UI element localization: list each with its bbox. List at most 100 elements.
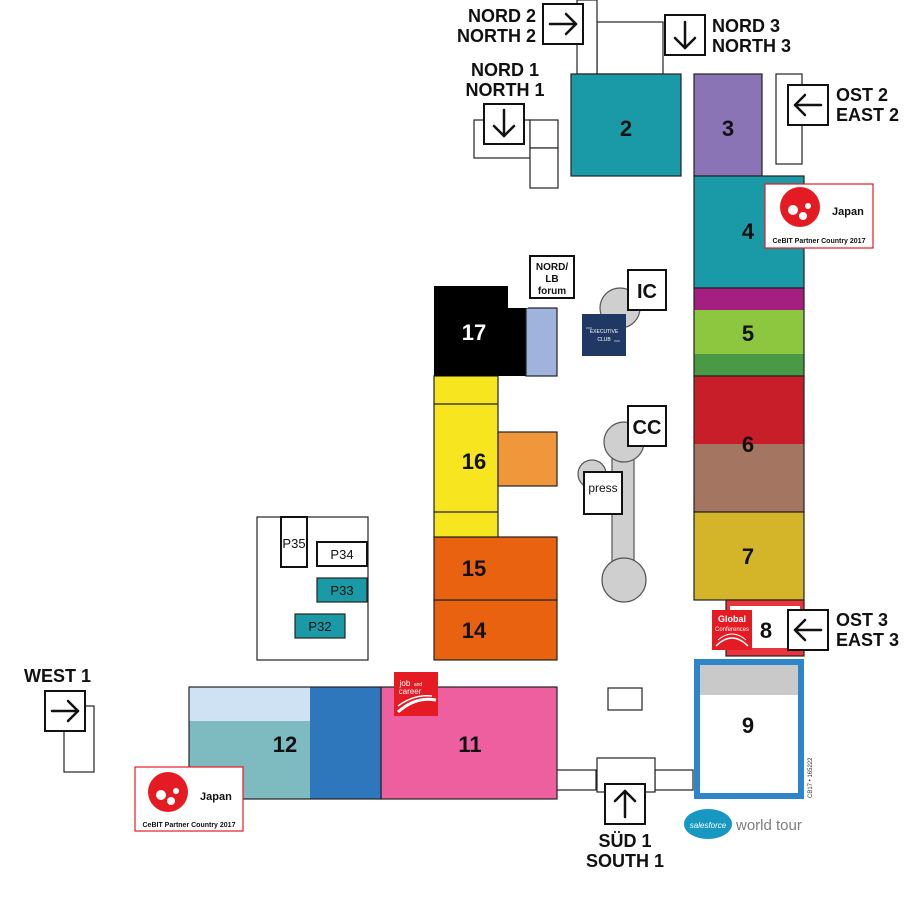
p34-label: P34 (330, 547, 353, 562)
nord2-de: NORD 2 (468, 6, 536, 26)
salesforce-world-tour-logo: salesforce world tour (684, 809, 802, 839)
ost2-en: EAST 2 (836, 105, 899, 125)
hall-11-label: 11 (458, 732, 481, 757)
japan-partner-badge-top: Japan CeBIT Partner Country 2017 (764, 183, 874, 249)
press-center[interactable]: press (583, 471, 623, 515)
hall-14-label: 14 (462, 618, 487, 643)
entrance-west-1[interactable]: WEST 1 (24, 666, 91, 732)
hall-16-main (433, 375, 499, 538)
nord3-en: NORTH 3 (712, 36, 791, 56)
hall-6-top-section (694, 376, 804, 444)
hall-2-area (570, 73, 682, 177)
arrow-right-icon (50, 699, 80, 723)
hall-2-label: 2 (620, 116, 632, 141)
hall-12-light-section (189, 687, 310, 721)
convention-cc[interactable]: CC (577, 405, 667, 603)
sakura-icon (788, 205, 798, 215)
hall-6-bottom-section (694, 444, 804, 512)
japan-top-country: Japan (832, 206, 864, 218)
global-conferences-line1: Global (718, 614, 746, 624)
hall-5-bottom-band (694, 354, 804, 376)
hall-17-annex (525, 307, 558, 377)
ost3-en: EAST 3 (836, 630, 899, 650)
nord-lb-forum[interactable]: NORD/ LB forum (529, 255, 575, 299)
global-conferences-logo: Global Conferences (712, 610, 752, 650)
pavilion-p33[interactable]: P33 (316, 577, 368, 603)
ost3-de: OST 3 (836, 610, 888, 630)
hall-9-label: 9 (742, 713, 754, 738)
ic-label: IC (637, 281, 657, 303)
hall-17[interactable]: 17 (434, 286, 558, 377)
hall-2[interactable]: 2 (570, 73, 682, 177)
hall-3-area (693, 73, 763, 177)
job-line1: job (399, 679, 411, 688)
entrance-ost-2[interactable]: OST 2 EAST 2 (787, 84, 899, 126)
hall-7-label: 7 (742, 544, 754, 569)
p33-label: P33 (330, 583, 353, 598)
japan-partner-badge-bottom: Japan CeBIT Partner Country 2017 (134, 766, 244, 832)
hall-14[interactable]: 14 (433, 599, 558, 661)
pavilion-p35[interactable]: P35 (280, 516, 308, 568)
hall-14-area (433, 599, 558, 661)
hall-15[interactable]: 15 (433, 536, 558, 601)
salesforce-world-tour-text: world tour (735, 817, 802, 834)
nordlb-line2: LB (545, 274, 558, 285)
hall-7[interactable]: 7 (693, 511, 805, 601)
entrance-nord-1[interactable]: NORD 1 NORTH 1 (465, 60, 545, 145)
ost2-de: OST 2 (836, 85, 888, 105)
executive-club-logo[interactable]: EXECUTIVE CLUB (582, 314, 626, 356)
sakura-icon (156, 790, 166, 800)
arrow-up-icon (613, 789, 637, 819)
nordlb-line3: forum (538, 286, 566, 297)
p35-label: P35 (282, 536, 305, 551)
hall-5[interactable]: 5 (693, 287, 805, 377)
hall-16[interactable]: 16 (433, 375, 558, 538)
nord3-de: NORD 3 (712, 16, 780, 36)
hall-12-blue-section (310, 687, 381, 799)
hall-16-label: 16 (462, 449, 486, 474)
p32-label: P32 (308, 619, 331, 634)
hall-5-top-band (694, 288, 804, 310)
hall-6[interactable]: 6 (693, 375, 805, 513)
hall-3-label: 3 (722, 116, 734, 141)
hall-15-label: 15 (462, 556, 486, 581)
hall-6-label: 6 (742, 432, 754, 457)
nordlb-line1: NORD/ (536, 262, 568, 273)
entrance-nord-2[interactable]: NORD 2 NORTH 2 (457, 3, 584, 46)
hall-4-label: 4 (742, 219, 755, 244)
hall-17-label: 17 (462, 320, 486, 345)
japan-bottom-country: Japan (200, 791, 232, 803)
executive-line1: EXECUTIVE (590, 329, 619, 335)
hall-5-label: 5 (742, 321, 754, 346)
entrance-nord-3[interactable]: NORD 3 NORTH 3 (664, 14, 791, 56)
hall-8-label: 8 (760, 618, 772, 643)
hall-15-area (433, 536, 558, 601)
hall-12-frame (188, 686, 382, 800)
hall-16-annex (497, 431, 558, 487)
entrance-ost-3[interactable]: OST 3 EAST 3 (787, 609, 899, 651)
japan-bottom-tagline: CeBIT Partner Country 2017 (143, 822, 236, 829)
arrow-down-icon (673, 20, 697, 50)
japan-top-tagline: CeBIT Partner Country 2017 (773, 238, 866, 245)
job-line3: career (399, 687, 422, 696)
west1-de: WEST 1 (24, 666, 91, 686)
pavilion-p32[interactable]: P32 (294, 613, 346, 639)
cc-label: CC (633, 417, 662, 439)
print-code: CB17 • 165222 (808, 757, 814, 798)
nord2-en: NORTH 2 (457, 26, 536, 46)
job-and-career-logo: job and career (394, 672, 438, 716)
hall-5-middle-band (694, 310, 804, 354)
sued1-en: SOUTH 1 (586, 851, 664, 871)
executive-line2: CLUB (597, 337, 611, 343)
hall-3[interactable]: 3 (693, 73, 763, 177)
arrow-left-icon (793, 618, 823, 642)
arrow-right-icon (548, 12, 578, 36)
pavilion-p34[interactable]: P34 (316, 541, 368, 567)
entrance-sued-1[interactable]: SÜD 1 SOUTH 1 (586, 783, 664, 871)
arrow-down-icon (492, 108, 516, 138)
hall-9-gray-section (700, 665, 798, 695)
arrow-left-icon (793, 93, 823, 117)
global-conferences-line2: Conferences (715, 627, 749, 633)
hall-9[interactable]: 9 (694, 659, 804, 799)
